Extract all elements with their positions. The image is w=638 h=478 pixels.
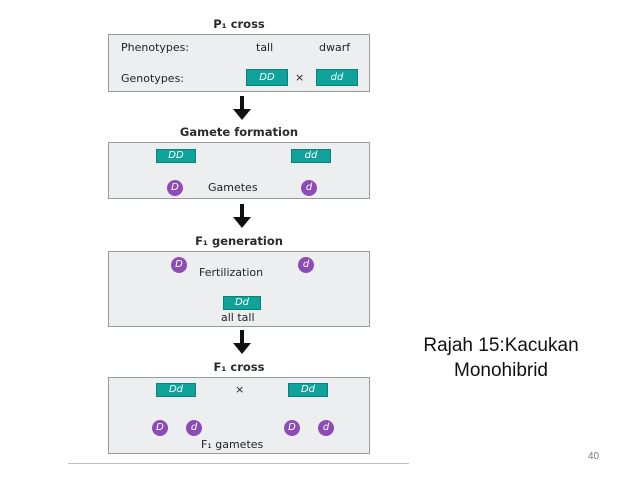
f1-generation-panel: D Fertilization d Dd all tall [108, 251, 370, 327]
f1-gametes-label: F₁ gametes [201, 438, 264, 451]
f1-gamete-2: d [186, 420, 202, 436]
parent-dd-lower-box: dd [291, 149, 331, 163]
gamete-d-lower: d [301, 180, 317, 196]
gametes-label: Gametes [208, 181, 258, 194]
page-number: 40 [588, 451, 600, 462]
offspring-dd-box: Dd [223, 296, 261, 310]
big-arrow-1 [233, 96, 251, 120]
cross-symbol: × [295, 71, 305, 84]
slide-caption: Rajah 15:Kacukan Monohibrid [400, 333, 602, 383]
gamete-d-upper: D [167, 180, 183, 196]
f1-parent-1-box: Dd [156, 383, 196, 397]
caption-line-1: Rajah 15:Kacukan [423, 335, 579, 356]
f1-gamete-3: D [284, 420, 300, 436]
big-arrow-3 [233, 330, 251, 354]
f1-parent-2-box: Dd [288, 383, 328, 397]
p1-cross-panel: Phenotypes: tall dwarf Genotypes: DD × d… [108, 34, 370, 92]
genotype-dd-box: DD [246, 69, 288, 86]
genotypes-label: Genotypes: [121, 72, 185, 85]
fertilization-label: Fertilization [199, 266, 264, 279]
f1-cross-title: F₁ cross [213, 360, 265, 374]
f1-cross-panel: Dd × Dd D d D d F₁ gametes [108, 377, 370, 454]
gamete-formation-title: Gamete formation [179, 125, 299, 139]
f1-generation-title: F₁ generation [195, 234, 283, 248]
phenotype-dwarf: dwarf [319, 41, 351, 54]
f1-gamete-d-upper: D [171, 257, 187, 273]
f1-gamete-4: d [318, 420, 334, 436]
phenotype-tall: tall [256, 41, 274, 54]
phenotypes-label: Phenotypes: [121, 41, 190, 54]
f1-gamete-d-lower: d [298, 257, 314, 273]
caption-line-2: Monohibrid [454, 360, 548, 381]
gamete-formation-panel: DD dd D Gametes d [108, 142, 370, 199]
p1-cross-title: P₁ cross [213, 17, 265, 31]
footer-rule [68, 463, 409, 464]
big-arrow-2 [233, 204, 251, 228]
f1-cross-symbol: × [235, 383, 245, 396]
parent-dd-box: DD [156, 149, 196, 163]
genotype-dd-lower-box: dd [316, 69, 358, 86]
f1-gamete-1: D [152, 420, 168, 436]
all-tall-label: all tall [221, 311, 255, 324]
